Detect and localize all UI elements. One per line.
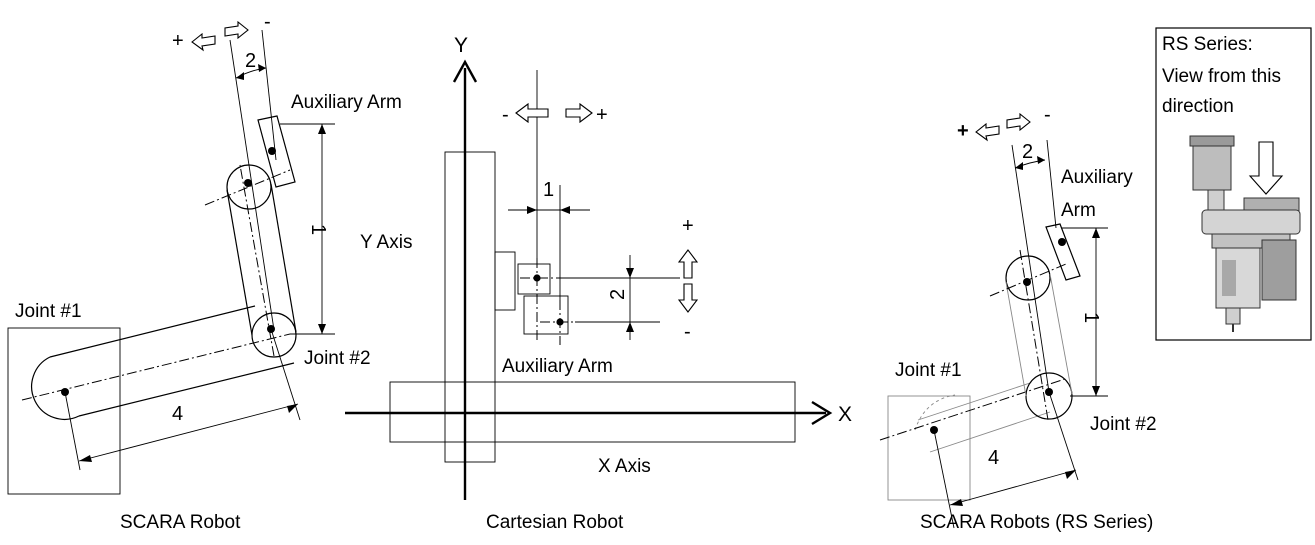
view-direction-arrow-icon: [1248, 141, 1284, 195]
y-axis-letter: Y: [454, 34, 468, 57]
scara-arm1: [31, 305, 295, 420]
head-block: [517, 263, 551, 295]
cartesian-dim1-label: 1: [543, 179, 554, 201]
y-axis-label: Y Axis: [360, 232, 412, 253]
rs-series-inset: RS Series: View from this direction: [1155, 27, 1312, 341]
inset-line1: RS Series:: [1162, 34, 1253, 55]
rs-auxiliary-arm-label-line2: Arm: [1061, 200, 1096, 221]
y-axis-body: [444, 151, 496, 463]
scara-minus-label: -: [264, 11, 271, 33]
rs-arm-end-dot: [1023, 278, 1031, 286]
ref-line-1: [229, 39, 275, 331]
inset-frame: [1155, 27, 1312, 341]
dim4-line: [78, 403, 299, 462]
rs-arm1-edge-bottom: [929, 411, 1051, 453]
x-plus-label: +: [596, 104, 608, 126]
x-axis-letter: X: [838, 403, 852, 426]
cartesian-auxiliary-arm-label: Auxiliary Arm: [502, 356, 613, 377]
scara-dim4-label: 4: [172, 403, 183, 425]
rs-dim4-line: [949, 469, 1077, 506]
rs-auxiliary-arm: [1045, 223, 1081, 281]
rs-minus-label: -: [1044, 104, 1051, 126]
rs-right-direction-arrow-icon: [1006, 112, 1031, 132]
scara-auxiliary-arm-label: Auxiliary Arm: [291, 92, 402, 113]
scara-caption: SCARA Robot: [120, 512, 241, 533]
joint2-circle: [251, 312, 297, 358]
scara-dim1-label: 1: [307, 224, 329, 235]
end-crossline: [204, 169, 291, 206]
x-minus-label: -: [502, 104, 509, 126]
slider-block: [494, 251, 516, 311]
rs-arm1-edge-top: [917, 382, 1031, 421]
scara-auxiliary-arm: [257, 115, 296, 188]
aux-arm-dot: [268, 147, 276, 155]
left-direction-arrow-icon: [191, 32, 216, 52]
y-plus-arrow-icon: [677, 249, 699, 279]
scara-plus-label: +: [172, 30, 184, 52]
rs-aux-dot: [1058, 238, 1066, 246]
inset-line2: View from this: [1162, 66, 1281, 87]
y-minus-arrow-icon: [677, 283, 699, 313]
rs-plus-label: +: [957, 120, 969, 142]
rs-auxiliary-arm-label-line1: Auxiliary: [1061, 167, 1133, 188]
x-axis-arrowhead-icon: [811, 400, 833, 426]
rs-arm2-centerline: [1019, 249, 1049, 421]
rs-arm2-end-circle: [1005, 255, 1051, 301]
rs-robot-diagram: + - 2 1 4 Auxiliary Arm Joint #1 Joint #…: [879, 104, 1157, 533]
arm1-centerline: [21, 333, 291, 401]
scara-robot-diagram: + - 2 1 4 Auxiliary Arm Joint #1 Joint #…: [7, 11, 402, 533]
arm2-centerline: [239, 164, 275, 357]
rs-joint1-base: [887, 395, 971, 501]
right-direction-arrow-icon: [224, 20, 249, 40]
arm-end-dot: [244, 179, 252, 187]
scara-joint1-label: Joint #1: [15, 301, 82, 322]
x-plus-arrow-icon: [565, 102, 593, 124]
rs-dim2-label: 2: [1022, 141, 1033, 163]
joint1-base: [7, 327, 121, 495]
inset-line3: direction: [1162, 96, 1234, 117]
y-plus-label: +: [682, 215, 694, 237]
scara-joint2-label: Joint #2: [304, 348, 371, 369]
scara-dim2-label: 2: [245, 50, 256, 72]
ref-line-2: [261, 29, 277, 161]
rs-dim4-label: 4: [988, 447, 999, 469]
arm2-end-circle: [226, 164, 272, 210]
arm2-edge-left: [226, 189, 253, 336]
cartesian-caption: Cartesian Robot: [486, 512, 624, 533]
rs-joint1-label: Joint #1: [895, 360, 962, 381]
y-axis-arrowhead-icon: [452, 59, 478, 83]
x-minus-arrow-icon: [515, 102, 549, 124]
rs-left-direction-arrow-icon: [975, 122, 1000, 142]
y-minus-label: -: [684, 321, 691, 343]
rs-dim1-label: 1: [1080, 312, 1102, 323]
cartesian-auxiliary-arm: [523, 295, 569, 335]
x-axis-label: X Axis: [598, 456, 651, 477]
cartesian-robot-diagram: - + + - 1 2 Y X Y Axis X Axis Auxiliary …: [345, 34, 852, 533]
rs-robot-picture-icon: [1189, 135, 1301, 332]
cartesian-dim2-label: 2: [607, 289, 629, 300]
rs-caption: SCARA Robots (RS Series): [920, 512, 1153, 533]
rs-joint2-label: Joint #2: [1090, 414, 1157, 435]
rs-arm1-centerline: [879, 377, 1069, 441]
arm2-edge-right: [270, 183, 297, 333]
